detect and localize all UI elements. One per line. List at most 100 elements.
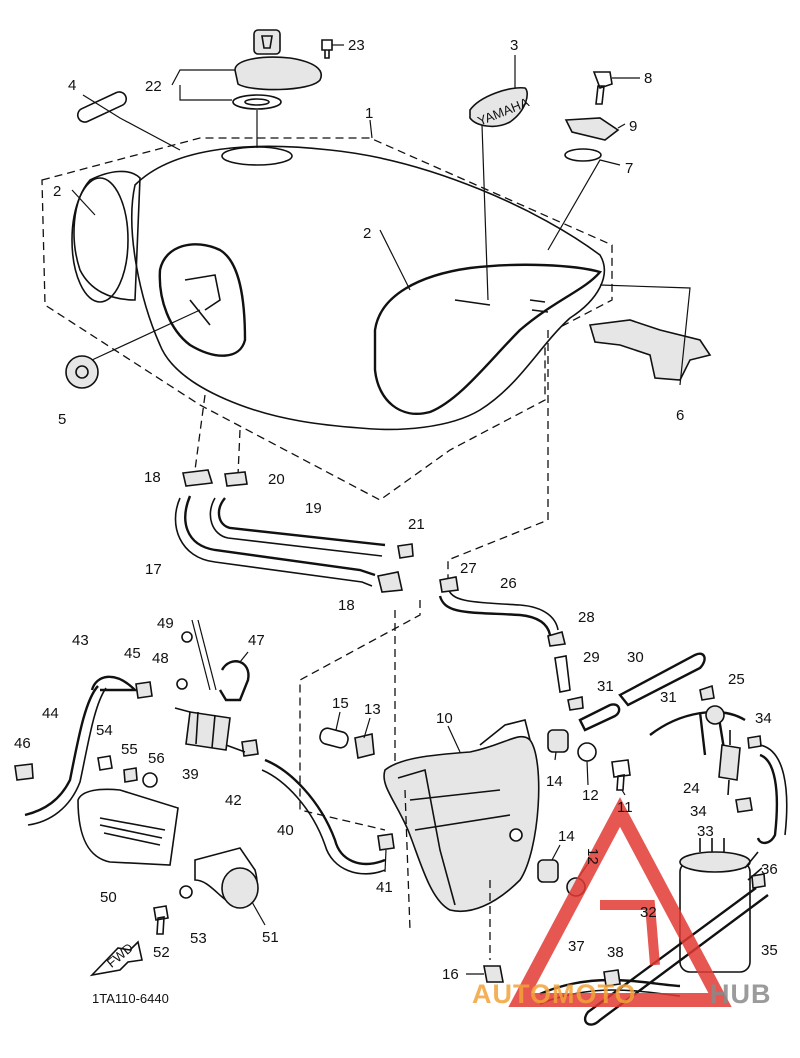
hose-26 <box>438 595 552 636</box>
hose-17 <box>184 495 376 577</box>
tank-knee-recess-right <box>373 263 603 415</box>
watermark-text-a: AUTOMOTO <box>472 979 637 1009</box>
callout-22: 22 <box>145 78 162 95</box>
callout-20: 20 <box>268 471 285 488</box>
callout-30: 30 <box>627 649 644 666</box>
fuel-pump-39 <box>185 711 231 751</box>
callout-9: 9 <box>629 118 637 135</box>
leader-14a <box>554 751 557 761</box>
fuel-tank <box>131 145 605 431</box>
leader-10 <box>447 725 461 753</box>
callout-1: 1 <box>365 105 373 122</box>
callout-33: 33 <box>697 823 714 840</box>
leader-41 <box>384 849 387 873</box>
diagram-code: 1TA110-6440 <box>92 991 169 1006</box>
filter-24-tube <box>727 730 731 796</box>
screw-54 <box>97 755 113 771</box>
hose-44-inner <box>27 687 107 826</box>
tank-outline-frame <box>41 137 613 501</box>
hose-31-seg <box>578 703 621 732</box>
fuel-cap <box>234 56 322 91</box>
fuel-cap-lock <box>253 29 281 55</box>
hose-43 <box>90 675 138 692</box>
reservoir-guides <box>404 789 411 931</box>
clip-28 <box>547 631 566 647</box>
callout-17: 17 <box>145 561 162 578</box>
leader-2a <box>71 189 96 216</box>
callout-12b: 12 <box>584 848 601 865</box>
guide-right <box>447 330 549 580</box>
callout-36: 36 <box>761 861 778 878</box>
leader-3b <box>481 124 489 301</box>
watermark-logo <box>508 797 732 1007</box>
leader-7 <box>547 159 621 251</box>
clip-31b <box>699 684 715 701</box>
leader-4 <box>82 94 181 151</box>
callout-16: 16 <box>442 966 459 983</box>
hose-17-inner <box>174 497 373 587</box>
callout-44: 44 <box>42 705 59 722</box>
callout-37: 37 <box>568 938 585 955</box>
collar-15 <box>319 727 349 749</box>
grommet-hole <box>75 365 89 379</box>
callout-labels: 1 2 2 3 4 5 6 7 8 9 10 11 12 12 13 14 14… <box>14 37 778 983</box>
watermark-triangle-outer <box>508 797 732 1007</box>
damper-9 <box>564 117 620 141</box>
clip-18a <box>182 469 214 487</box>
joint-29 <box>554 655 571 693</box>
callout-11: 11 <box>617 799 633 816</box>
nut-49 <box>181 631 193 643</box>
callout-26: 26 <box>500 575 517 592</box>
battery-box-ribs <box>99 817 166 846</box>
fwd-arrow <box>89 940 143 977</box>
callout-24: 24 <box>683 780 700 797</box>
cap-screw <box>321 39 333 59</box>
callout-12a: 12 <box>582 787 599 804</box>
callout-47: 47 <box>248 632 265 649</box>
callout-54: 54 <box>96 722 113 739</box>
callout-3: 3 <box>510 37 518 54</box>
callout-56: 56 <box>148 750 165 767</box>
cover-51-disk <box>221 867 259 909</box>
callout-51: 51 <box>262 929 279 946</box>
callout-42: 42 <box>225 792 242 809</box>
callout-40: 40 <box>277 822 294 839</box>
reservoir-10 <box>383 735 540 912</box>
filler-neck <box>221 146 293 166</box>
callout-7: 7 <box>625 160 633 177</box>
leader-49b <box>197 619 217 691</box>
hose-40-inner <box>261 769 386 875</box>
clamp-34a <box>747 735 762 749</box>
leader-6 <box>599 284 691 386</box>
tank-flange <box>73 170 141 301</box>
leader-15 <box>335 711 341 731</box>
callout-2b: 2 <box>363 225 371 242</box>
hose-26-inner <box>447 587 559 631</box>
callout-43: 43 <box>72 632 89 649</box>
callout-10: 10 <box>436 710 453 727</box>
callout-45: 45 <box>124 645 141 662</box>
callout-14b: 14 <box>558 828 575 845</box>
fuel-cap-key <box>261 35 273 49</box>
callout-14a: 14 <box>546 773 563 790</box>
clip-41 <box>377 833 395 851</box>
clip-27 <box>439 576 459 593</box>
canister-top <box>679 851 751 873</box>
clip-36 <box>751 873 766 889</box>
callout-25: 25 <box>728 671 745 688</box>
guide-mid <box>237 429 241 476</box>
callout-50: 50 <box>100 889 117 906</box>
leader-5 <box>91 309 201 361</box>
spacer-13 <box>354 733 375 759</box>
hose-33 <box>756 753 778 845</box>
washer-56 <box>142 772 158 788</box>
reservoir-port <box>509 828 523 842</box>
damper-16 <box>483 965 504 983</box>
callout-34a: 34 <box>755 710 772 727</box>
clip-20 <box>224 471 248 487</box>
callout-19: 19 <box>305 500 322 517</box>
screw-11 <box>611 759 631 791</box>
nut-53 <box>179 885 193 899</box>
callout-31b: 31 <box>660 689 677 706</box>
